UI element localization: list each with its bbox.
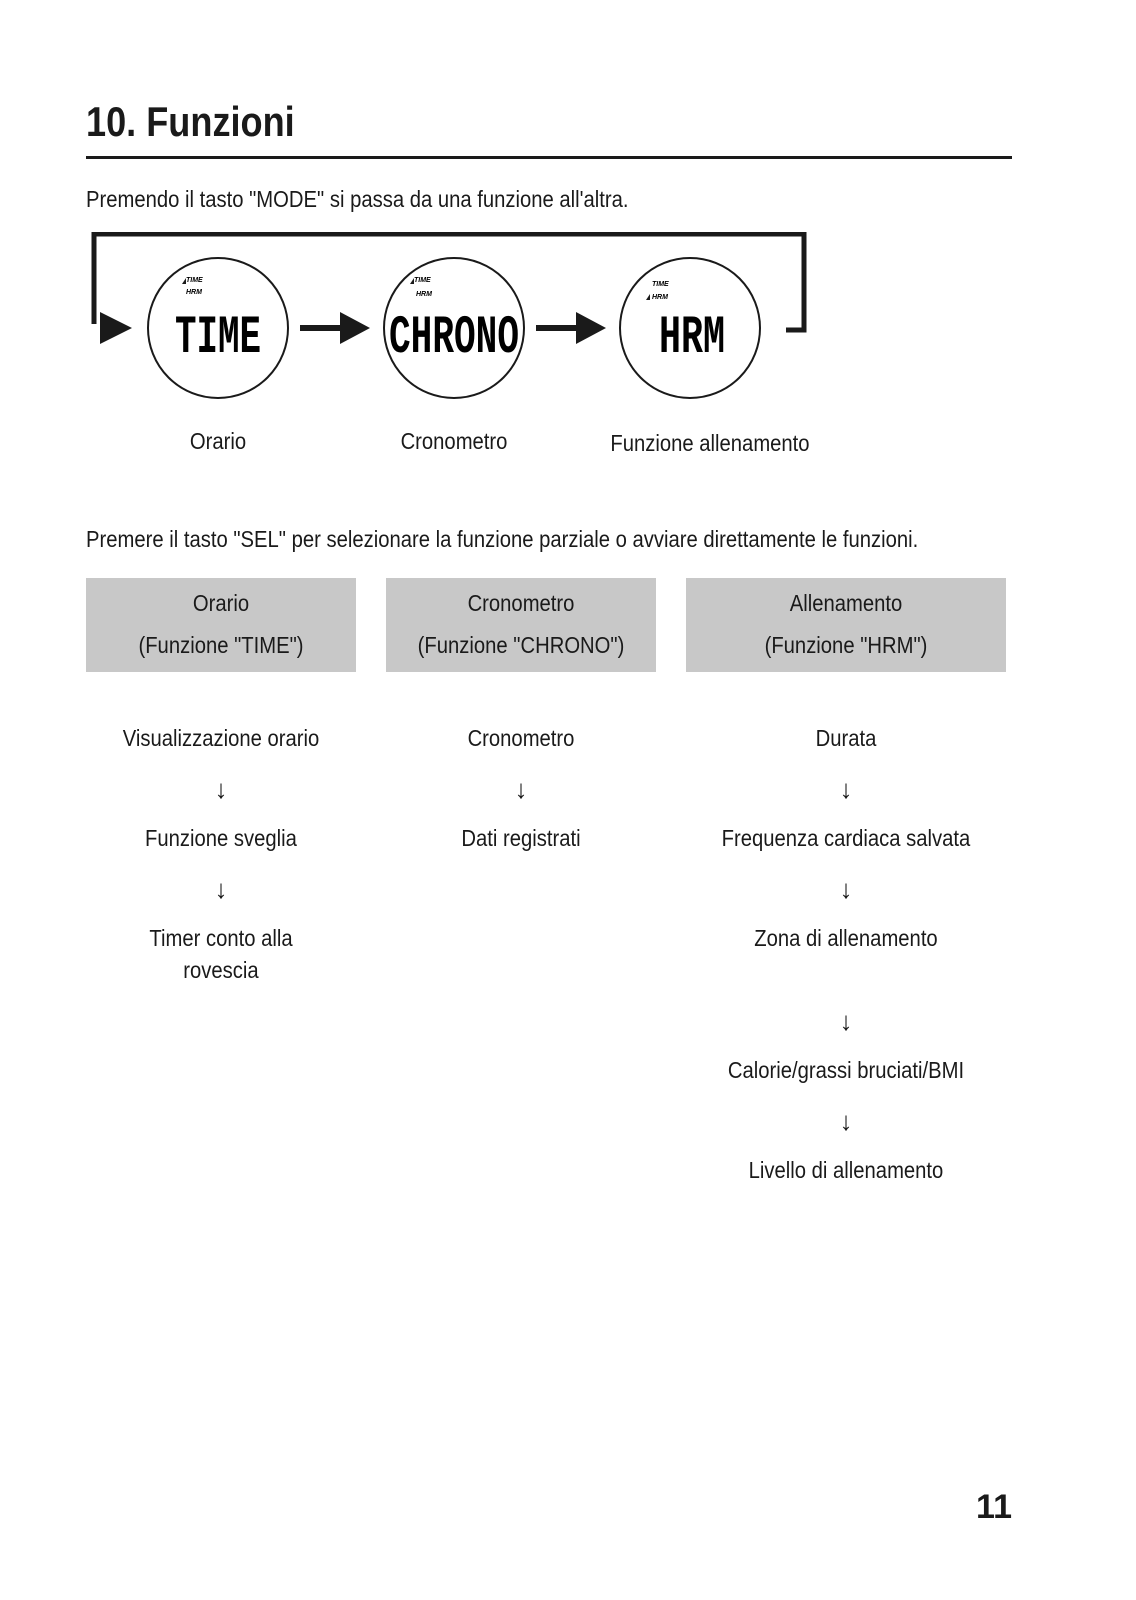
watch-tag1: TIME <box>186 277 203 284</box>
watch-tag1: TIME <box>652 281 669 288</box>
header-box-hrm: Allenamento (Funzione "HRM") <box>686 578 1006 672</box>
header-line-2: (Funzione "CHRONO") <box>417 632 625 658</box>
down-arrow-icon: ↓ <box>214 874 228 904</box>
header-line-1: Allenamento <box>789 590 903 616</box>
watch-face-chrono: TIME HRM CHRONO <box>383 257 525 399</box>
flow-item: rovescia <box>183 957 259 983</box>
watch-tag2: HRM <box>416 291 432 298</box>
page-number: 11 <box>976 1488 1012 1526</box>
down-arrow-icon: ↓ <box>839 1106 853 1136</box>
lcd-text: TIME <box>175 308 261 369</box>
flow-item: Visualizzazione orario <box>122 725 320 751</box>
down-arrow-icon: ↓ <box>214 774 228 804</box>
down-arrow-icon: ↓ <box>839 774 853 804</box>
watch-face-time: TIME HRM TIME <box>147 257 289 399</box>
header-box-time: Orario (Funzione "TIME") <box>86 578 356 672</box>
loop-entry-arrowhead <box>100 312 132 344</box>
mode-caption-chrono: Cronometro <box>400 428 508 454</box>
watch-tag2: HRM <box>652 294 668 301</box>
flow-item: Frequenza cardiaca salvata <box>721 825 971 851</box>
flow-item: Funzione sveglia <box>145 825 297 851</box>
flow-item: Dati registrati <box>461 825 581 851</box>
lcd-text: CHRONO <box>389 308 519 369</box>
flow-column-hrm: Durata ↓ Frequenza cardiaca salvata ↓ Zo… <box>686 720 1006 1200</box>
flow-item: Zona di allenamento <box>754 925 938 951</box>
header-line-2: (Funzione "HRM") <box>764 632 928 658</box>
watch-tag2: HRM <box>186 289 202 296</box>
watch-tag1: TIME <box>414 277 431 284</box>
header-line-1: Cronometro <box>467 590 575 616</box>
flow-column-time: Visualizzazione orario ↓ Funzione svegli… <box>86 720 356 1000</box>
page-title: 10. Funzioni <box>86 98 295 145</box>
mode-arrow-2 <box>536 312 606 344</box>
mode-caption-time: Orario <box>189 428 247 454</box>
down-arrow-icon: ↓ <box>514 774 528 804</box>
down-arrow-icon: ↓ <box>839 874 853 904</box>
flow-item: Cronometro <box>467 725 575 751</box>
flow-item: Durata <box>815 725 877 751</box>
lcd-text: HRM <box>659 308 725 369</box>
flow-item: Calorie/grassi bruciati/BMI <box>727 1057 965 1083</box>
flow-item: Livello di allenamento <box>748 1157 944 1183</box>
mode-arrow-1 <box>300 312 370 344</box>
header-box-chrono: Cronometro (Funzione "CHRONO") <box>386 578 656 672</box>
header-line-2: (Funzione "TIME") <box>138 632 304 658</box>
down-arrow-icon: ↓ <box>839 1006 853 1036</box>
mode-cycle-diagram: TIME HRM TIME TIME HRM CHRONO TIME HRM H… <box>91 232 807 399</box>
title-rule <box>86 156 1012 159</box>
watch-face-hrm: TIME HRM HRM <box>619 257 761 399</box>
sel-intro-text: Premere il tasto "SEL" per selezionare l… <box>86 526 919 552</box>
flow-column-chrono: Cronometro ↓ Dati registrati <box>386 720 656 920</box>
mode-intro-text: Premendo il tasto "MODE" si passa da una… <box>86 186 629 212</box>
header-line-1: Orario <box>192 590 250 616</box>
flow-item: Timer conto alla <box>149 925 293 951</box>
mode-caption-hrm: Funzione allenamento <box>610 430 810 456</box>
loop-back-line <box>91 232 807 333</box>
